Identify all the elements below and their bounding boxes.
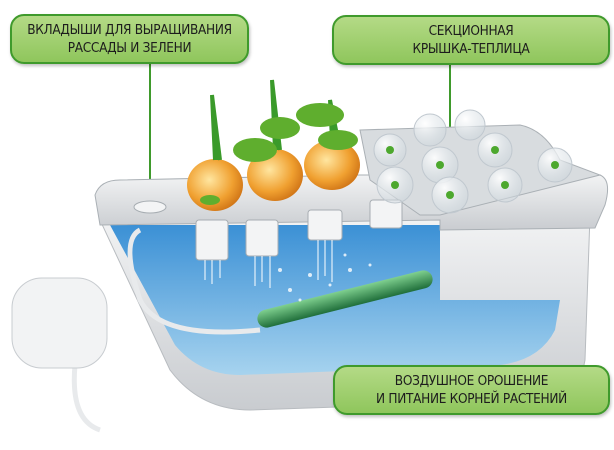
callout-text: КРЫШКА-ТЕПЛИЦА [412,41,530,57]
callout-growing-inserts: ВКЛАДЫШИ ДЛЯ ВЫРАЩИВАНИЯ РАССАДЫ И ЗЕЛЕН… [10,14,249,64]
callout-text: РАССАДЫ И ЗЕЛЕНИ [67,40,192,56]
air-hose [127,227,261,335]
air-stone [257,270,433,328]
callout-aeration: ВОЗДУШНОЕ ОРОШЕНИЕ И ПИТАНИЕ КОРНЕЙ РАСТ… [333,365,610,415]
greenhouse-lid [359,124,602,216]
callout-text: СЕКЦИОННАЯ [428,23,514,39]
callout-text: ВКЛАДЫШИ ДЛЯ ВЫРАЩИВАНИЯ [27,22,232,38]
seedlings [386,146,559,199]
air-pump [11,277,108,369]
roots [204,240,333,288]
callout-text: И ПИТАНИЕ КОРНЕЙ РАСТЕНИЙ [376,391,567,407]
callout-text: ВОЗДУШНОЕ ОРОШЕНИЕ [394,373,549,389]
callout-greenhouse-lid: СЕКЦИОННАЯ КРЫШКА-ТЕПЛИЦА [332,15,610,65]
bubbles [278,253,372,302]
growing-inserts [133,199,403,261]
plants [187,79,360,211]
